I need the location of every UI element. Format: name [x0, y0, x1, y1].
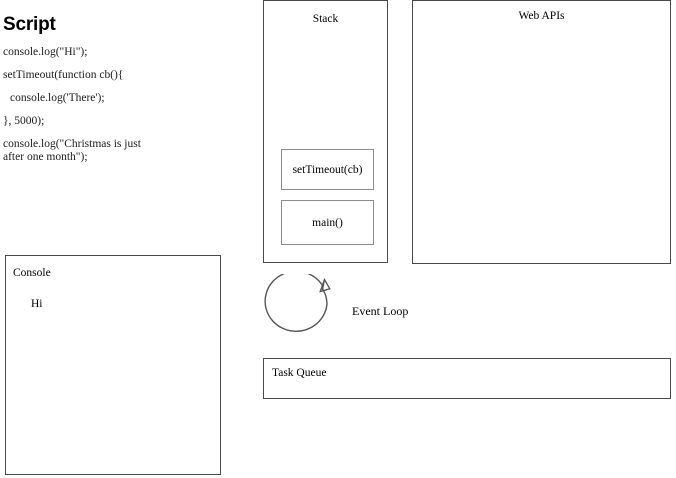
console-panel-title: Console	[13, 267, 51, 279]
script-code-line: console.log("Hi");	[3, 46, 88, 58]
script-code-line: console.log('There');	[10, 92, 105, 104]
web-apis-panel: Web APIs	[412, 0, 671, 264]
stack-frame: main()	[281, 200, 374, 245]
circular-arrow-icon	[264, 274, 331, 332]
stack-frame: setTimeout(cb)	[281, 149, 374, 190]
script-panel-title: Script	[3, 14, 56, 35]
console-panel: Console Hi	[5, 255, 221, 475]
web-apis-panel-title: Web APIs	[518, 10, 565, 22]
call-stack-panel-title: Stack	[312, 13, 339, 25]
script-code-line: console.log("Christmas is just after one…	[3, 138, 141, 163]
task-queue-panel-title: Task Queue	[272, 367, 327, 379]
script-code-line: }, 5000);	[3, 115, 45, 127]
event-loop-label: Event Loop	[352, 304, 409, 318]
script-panel: Script console.log("Hi"); setTimeout(fun…	[3, 14, 233, 164]
call-stack-panel: Stack setTimeout(cb) main()	[263, 0, 388, 263]
task-queue-panel: Task Queue	[263, 358, 671, 399]
console-output-line: Hi	[31, 298, 43, 310]
event-loop-group: Event Loop	[264, 274, 424, 346]
script-code-line: setTimeout(function cb(){	[3, 69, 124, 81]
